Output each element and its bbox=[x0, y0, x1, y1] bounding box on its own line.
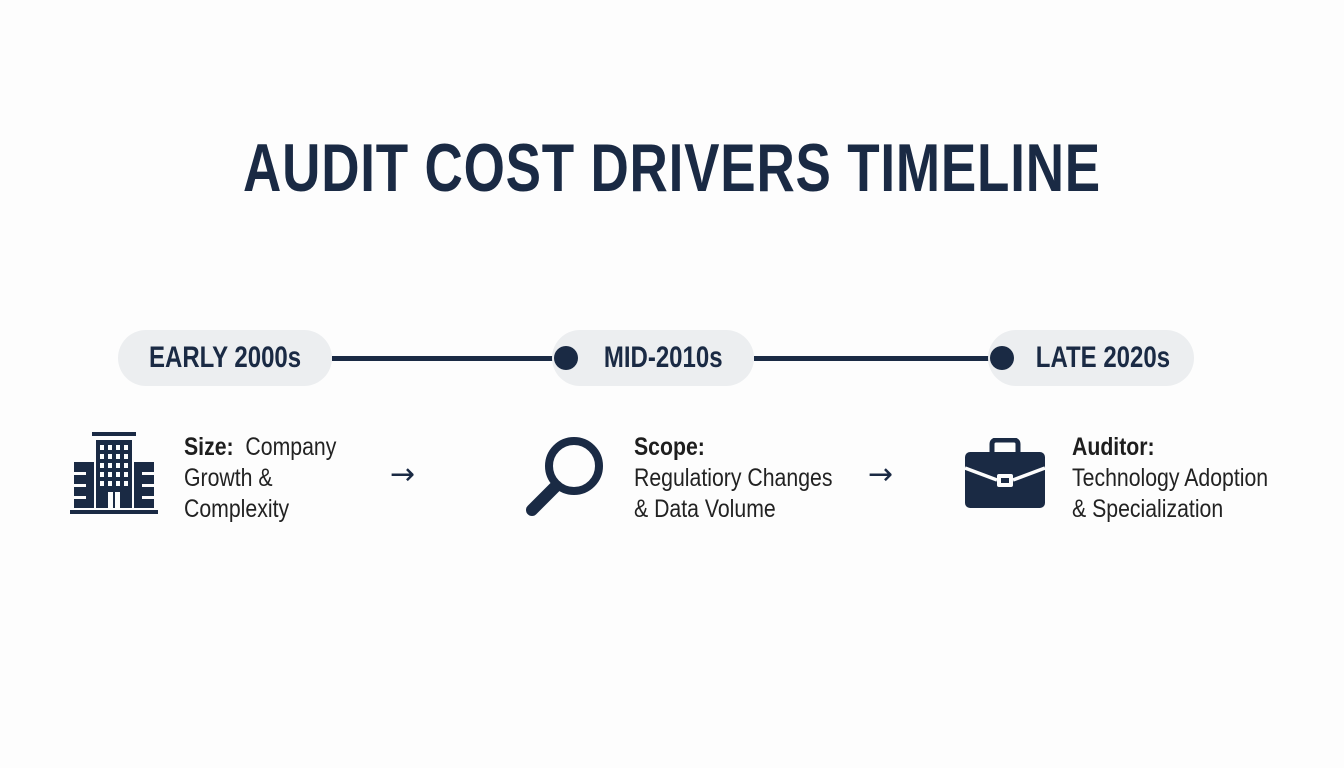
driver-text: Complexity bbox=[184, 495, 290, 523]
arrow-right-icon: → bbox=[868, 457, 894, 492]
driver-text: Growth & bbox=[184, 464, 273, 492]
period-pill-late-2020s: LATE 2020s bbox=[988, 330, 1194, 386]
period-pill-early-2000s: EARLY 2000s bbox=[118, 330, 332, 386]
timeline-dot-mid-2010s bbox=[554, 346, 578, 370]
timeline-dot-late-2020s bbox=[990, 346, 1014, 370]
building-icon bbox=[68, 432, 160, 523]
period-label: EARLY 2000s bbox=[148, 341, 302, 374]
period-pill-mid-2010s: MID-2010s bbox=[552, 330, 754, 386]
driver-text: Technology Adoption bbox=[1072, 464, 1269, 492]
driver-heading: Scope: bbox=[634, 433, 705, 461]
briefcase-icon bbox=[964, 437, 1046, 515]
driver-text: & Data Volume bbox=[634, 495, 776, 523]
driver-description-size: Size: Company Growth & Complexity bbox=[184, 432, 336, 525]
timeline-connector-2 bbox=[754, 356, 1002, 361]
period-label: MID-2010s bbox=[603, 341, 723, 374]
timeline-connector-1 bbox=[332, 356, 568, 361]
arrow-right-icon: → bbox=[390, 457, 416, 492]
driver-text: Regulatiory Changes bbox=[634, 464, 833, 492]
driver-text: & Specialization bbox=[1072, 495, 1224, 523]
driver-description-scope: Scope: Regulatiory Changes & Data Volume bbox=[634, 432, 832, 525]
driver-heading: Size: bbox=[184, 433, 234, 461]
driver-text: Company bbox=[245, 433, 337, 461]
magnifying-glass-icon bbox=[522, 434, 608, 525]
driver-heading: Auditor: bbox=[1072, 433, 1155, 461]
period-label: LATE 2020s bbox=[1035, 341, 1171, 374]
page-title: AUDIT COST DRIVERS TIMELINE bbox=[243, 130, 1101, 206]
driver-description-auditor: Auditor: Technology Adoption & Specializ… bbox=[1072, 432, 1268, 525]
